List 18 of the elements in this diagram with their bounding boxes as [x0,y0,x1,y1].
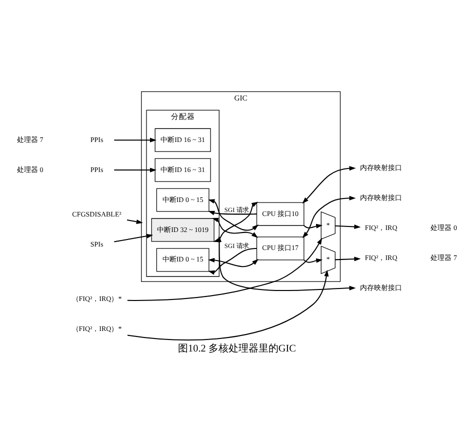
arrow [304,258,323,263]
arrow [302,196,356,238]
arrow [208,210,257,216]
arrow [212,218,258,238]
arrow [335,256,361,262]
arrow [304,224,323,228]
arrow [127,270,329,340]
arrow [302,166,356,204]
arrow [208,199,259,231]
arrow [217,236,356,292]
arrow [208,248,257,275]
arrow [126,219,143,224]
arrow [114,234,154,242]
arrow [208,258,259,268]
arrow [114,138,156,142]
arrow [335,224,361,230]
arrow [114,168,156,172]
caption: 图10.2 多核处理器里的GIC [178,344,296,355]
